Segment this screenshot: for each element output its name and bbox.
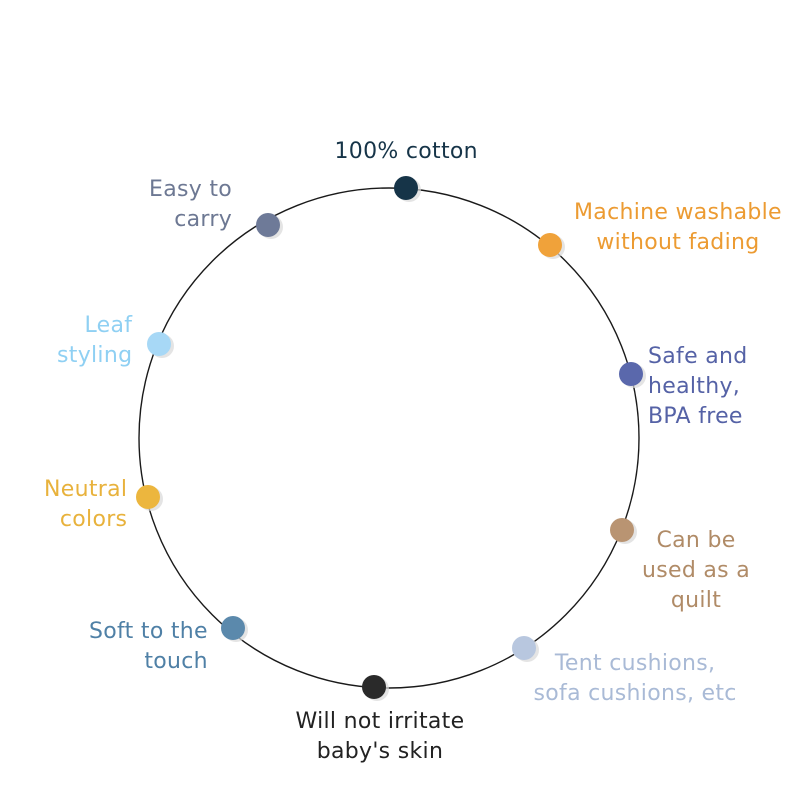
feature-label-line: quilt (670, 588, 722, 613)
feature-label-washable: Machine washable without fading (574, 198, 782, 258)
feature-label-line: carry (174, 207, 233, 232)
feature-label-quilt: Can be used as a quilt (642, 526, 750, 616)
feature-dot-skin (362, 675, 386, 699)
feature-dot-cotton (394, 176, 418, 200)
feature-dot-leaf (147, 332, 171, 356)
feature-label-line: touch (144, 649, 208, 674)
feature-label-line: styling (57, 343, 133, 368)
feature-label-carry: Easy to carry (149, 175, 232, 235)
feature-dot-carry (256, 213, 280, 237)
feature-dot-quilt (610, 518, 634, 542)
feature-dot-safe (619, 362, 643, 386)
feature-label-line: Tent cushions, (554, 651, 716, 676)
feature-label-line: BPA free (648, 404, 743, 429)
feature-dot-cushions (512, 636, 536, 660)
feature-dot-washable (538, 233, 562, 257)
ring-circle (138, 187, 640, 689)
feature-label-soft: Soft to the touch (89, 617, 208, 677)
feature-label-line: without fading (596, 230, 760, 255)
feature-label-line: Will not irritate (295, 709, 465, 734)
feature-label-line: Neutral (44, 477, 128, 502)
feature-label-cotton: 100% cotton (335, 137, 478, 167)
feature-dot-soft (221, 616, 245, 640)
feature-label-line: Soft to the (89, 619, 208, 644)
feature-label-line: 100% cotton (334, 139, 478, 164)
feature-dots (136, 176, 646, 701)
feature-label-leaf: Leaf styling (57, 311, 132, 371)
feature-label-line: Easy to (149, 177, 233, 202)
feature-label-line: Safe and (648, 344, 748, 369)
feature-label-cushions: Tent cushions, sofa cushions, etc (534, 649, 737, 709)
feature-label-line: Machine washable (574, 200, 782, 225)
feature-label-neutral: Neutral colors (44, 475, 127, 535)
feature-label-skin: Will not irritate baby's skin (296, 707, 465, 767)
feature-label-line: baby's skin (316, 739, 444, 764)
feature-label-line: used as a (642, 558, 751, 583)
feature-label-safe: Safe and healthy, BPA free (648, 342, 748, 432)
feature-label-line: colors (59, 507, 128, 532)
feature-label-line: Can be (656, 528, 736, 553)
feature-dot-neutral (136, 485, 160, 509)
feature-label-line: sofa cushions, etc (533, 681, 737, 706)
feature-label-line: healthy, (648, 374, 741, 399)
feature-label-line: Leaf (84, 313, 133, 338)
